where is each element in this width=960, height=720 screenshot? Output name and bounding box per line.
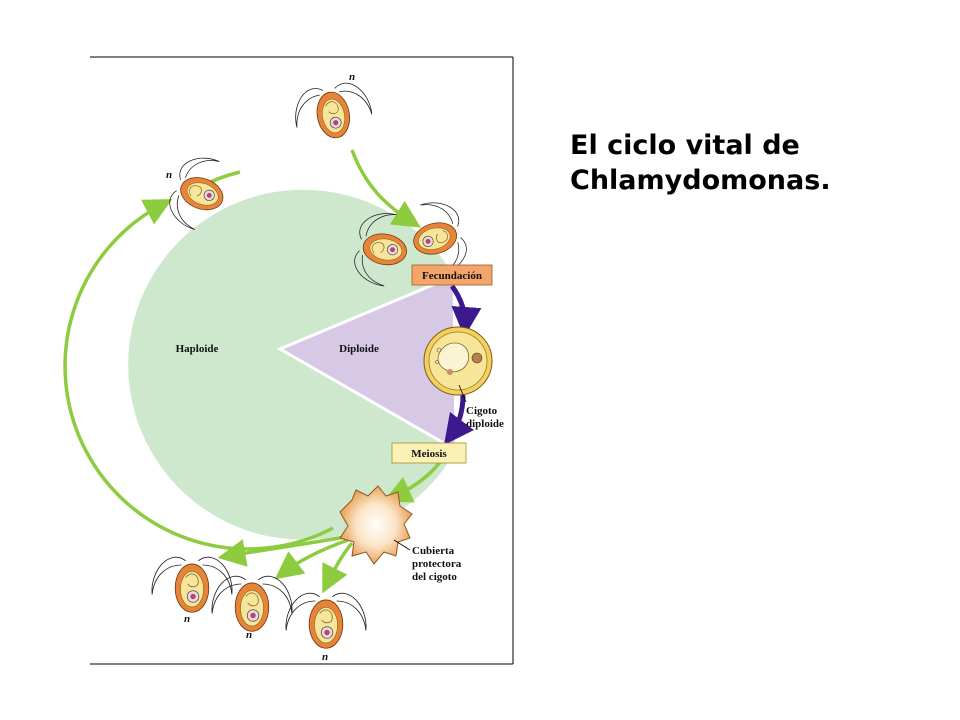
haploid-cycle-arrow	[63, 199, 334, 551]
release-arrow-3	[322, 541, 354, 594]
slide-title: El ciclo vital de Chlamydomonas.	[570, 128, 930, 198]
gamete-cell-top	[290, 78, 376, 145]
gamete-to-fertilization-arrow	[350, 149, 421, 228]
slide-title-line-2: Chlamydomonas.	[570, 165, 831, 196]
diploid-zygote	[423, 326, 493, 396]
zygote-callout-line	[458, 384, 467, 403]
diploid-label: Diploide	[339, 343, 379, 355]
coat-callout-line-1: Cubierta	[412, 545, 455, 557]
coat-callout-line-2: protectora	[412, 558, 462, 570]
meiosis-label: Meiosis	[411, 448, 447, 460]
ploidy-label-top: n	[349, 71, 355, 83]
fertilization-to-zygote-arrow	[449, 284, 482, 337]
fertilization-box	[411, 264, 493, 286]
ploidy-label-bottom-1: n	[184, 613, 190, 625]
meiosis-box	[391, 442, 467, 464]
zygote-to-meiosis-arrow	[444, 394, 474, 446]
zygote-callout-line-2: diploide	[466, 418, 504, 430]
fertilization-label: Fecundación	[422, 270, 482, 282]
slide-title-line-1: El ciclo vital de	[570, 130, 800, 161]
released-cell-3	[285, 592, 367, 649]
zygote-coat	[339, 485, 413, 565]
haploid-label: Haploide	[176, 343, 219, 355]
haploid-region	[128, 189, 456, 540]
coat-callout-line-3: del cigoto	[412, 571, 457, 583]
ploidy-label-bottom-3: n	[322, 651, 328, 663]
coat-callout-line	[393, 539, 411, 551]
release-arrow-2	[274, 538, 349, 580]
ploidy-label-bottom-2: n	[246, 629, 252, 641]
ploidy-label-left: n	[166, 169, 172, 181]
zygote-callout-line-1: Cigoto	[466, 405, 498, 417]
release-arrow-1	[217, 535, 346, 567]
released-cell-2	[211, 575, 293, 632]
